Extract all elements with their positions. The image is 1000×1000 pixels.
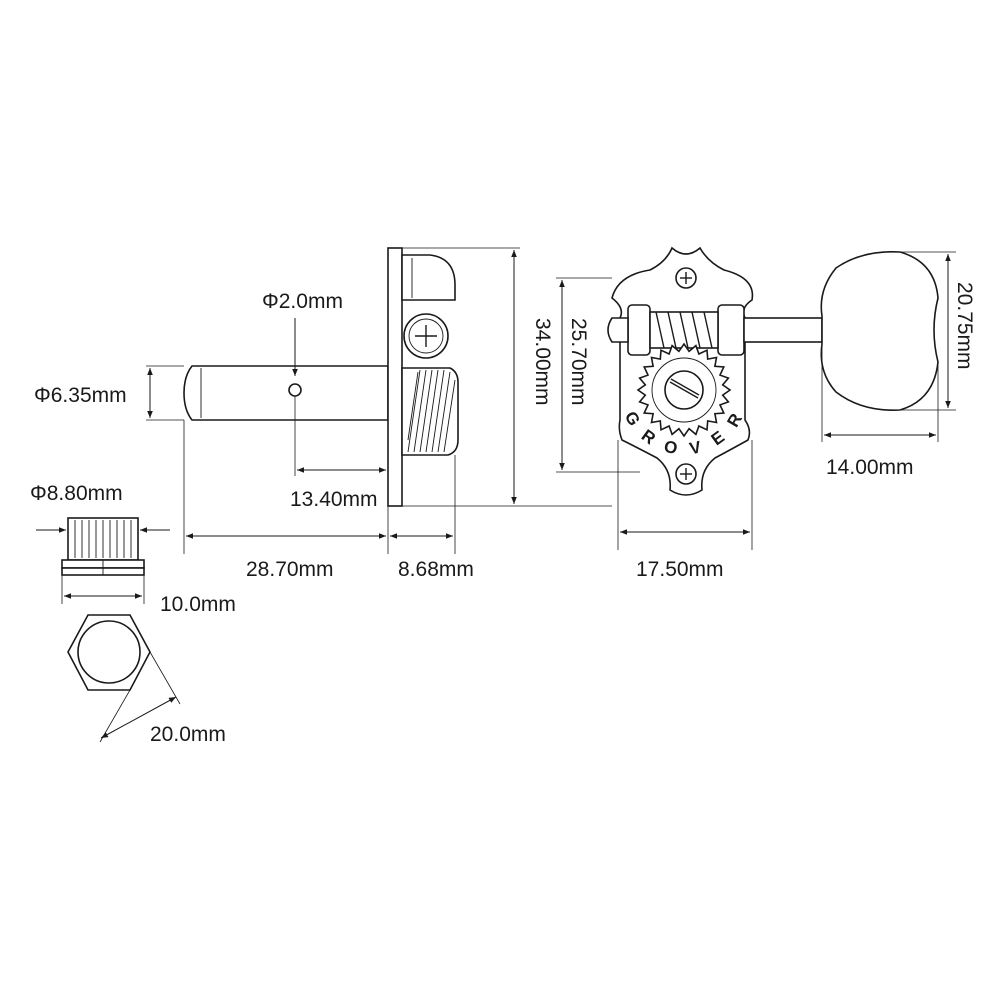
brand-letter: O [662,437,681,459]
roller-upper [401,254,456,301]
worm-bearing-left [627,304,651,356]
base-plate [387,247,403,507]
label-post-diameter: Φ6.35mm [34,384,127,407]
bushing-knurl-lines [74,520,132,558]
label-plate-height: 34.00mm [531,318,554,406]
post-string-hole [288,383,302,397]
gear-screw-slot [669,381,699,399]
worm-gear-teeth [407,369,456,453]
button-shaft [743,317,823,343]
label-button-length: 14.00mm [826,456,914,479]
label-bushing-height: 10.0mm [160,593,236,616]
label-nut-across: 20.0mm [150,723,226,746]
worm-spring [649,311,719,349]
tuner-post [183,365,389,421]
brand-letter: V [688,437,705,458]
label-post-hole-diameter: Φ2.0mm [262,290,343,313]
label-button-height: 20.75mm [953,282,976,370]
dimension-lines [36,247,956,743]
worm-shaft-end [607,317,629,343]
tuner-button [820,251,939,411]
label-plate-gear-depth: 8.68mm [398,558,474,581]
label-gear-span: 25.70mm [567,318,590,406]
worm-bearing-right [717,304,745,356]
bushing-view [61,517,145,576]
label-bushing-diameter: Φ8.80mm [30,482,123,505]
gear-wheel [636,342,732,438]
label-plate-width: 17.50mm [636,558,724,581]
hex-nut-bore [77,620,141,684]
side-view [183,247,459,507]
plate-screw-inner [408,318,444,354]
label-hole-offset: 13.40mm [290,488,378,511]
hex-nut-view [67,614,151,691]
label-post-length: 28.70mm [246,558,334,581]
dimension-labels: Φ2.0mm Φ6.35mm 13.40mm 28.70mm 8.68mm 34… [30,282,976,746]
worm-gear-side [401,367,459,456]
